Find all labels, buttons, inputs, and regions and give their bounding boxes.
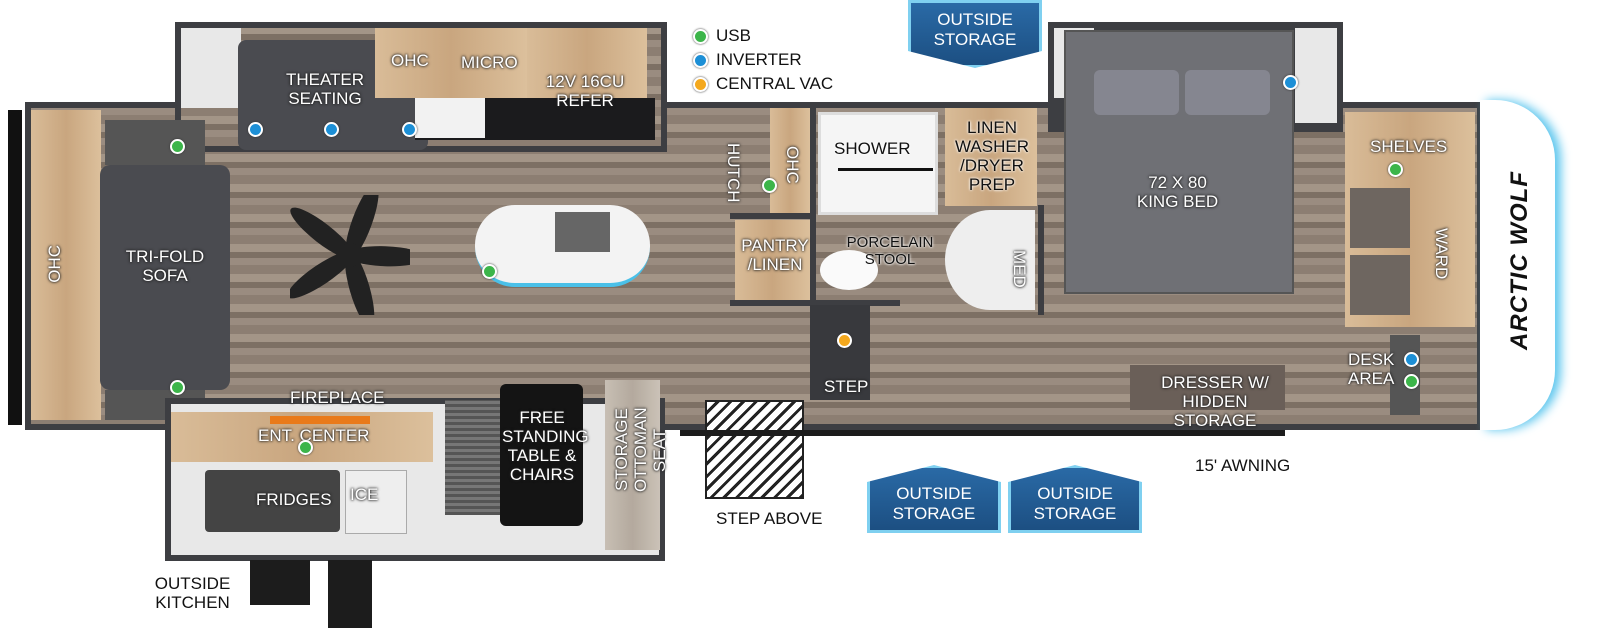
rear-ohc [31, 110, 101, 420]
usb-icon [170, 139, 185, 154]
label-fireplace: FIREPLACE [290, 388, 385, 407]
label-bed: 72 X 80 KING BED [1136, 173, 1219, 211]
fridges [205, 470, 340, 532]
island-sink [555, 212, 610, 252]
storage-label: OUTSIDE STORAGE [1033, 484, 1117, 523]
label-sofa: TRI-FOLD SOFA [125, 247, 205, 285]
front-cap [1480, 100, 1555, 430]
usb-icon [482, 264, 497, 279]
label-hutch: HUTCH [724, 143, 743, 203]
label-ohc-hall: OHC [783, 146, 802, 184]
label-ottoman: STORAGE OTTOMAN SEAT [612, 407, 669, 493]
ottoman [605, 380, 660, 550]
shower-curtain [838, 168, 933, 171]
label-refer: 12V 16CU REFER [545, 72, 625, 110]
table [500, 384, 583, 526]
label-pantry: PANTRY /LINEN [741, 236, 809, 274]
sofa [100, 165, 230, 390]
usb-icon [693, 28, 708, 44]
label-shower: SHOWER [834, 139, 911, 158]
bath-wall [730, 213, 812, 219]
kitchen-cabinets [375, 28, 527, 98]
linen-cabinet [945, 108, 1037, 206]
label-table: FREE STANDING TABLE & CHAIRS [502, 408, 589, 484]
outside-cooktop [328, 560, 372, 628]
outside-grill [250, 560, 310, 605]
central-vac-icon [837, 333, 852, 348]
pillow [1094, 70, 1179, 115]
legend: USB INVERTER CENTRAL VAC [693, 26, 893, 96]
inverter-icon [402, 122, 417, 137]
dresser [1130, 365, 1285, 410]
label-ice: ICE [350, 485, 379, 504]
shower [818, 112, 938, 215]
label-step-above: STEP ABOVE [716, 509, 823, 528]
ice-maker [345, 470, 407, 534]
label-ohc-kitchen: OHC [391, 51, 429, 70]
end-table [105, 120, 205, 165]
inverter-icon [1404, 352, 1419, 367]
slide-wall-panel [181, 28, 241, 108]
outside-storage-top: OUTSIDE STORAGE [908, 0, 1042, 68]
usb-icon [170, 380, 185, 395]
usb-icon [1388, 162, 1403, 177]
usb-icon [762, 178, 777, 193]
pantry [735, 220, 810, 300]
ceiling-fan-icon [287, 184, 425, 328]
usb-icon [298, 440, 313, 455]
entry-steps [705, 400, 804, 499]
legend-label: USB [716, 26, 751, 45]
central-vac-icon [693, 76, 708, 92]
label-stool: PORCELAIN STOOL [846, 234, 934, 268]
rear-bumper [8, 110, 22, 425]
label-awning: 15' AWNING [1195, 456, 1291, 475]
legend-label: INVERTER [716, 50, 802, 69]
label-micro: MICRO [461, 53, 518, 72]
toilet [820, 250, 878, 290]
legend-central-vac: CENTRAL VAC [693, 74, 833, 94]
inverter-icon [693, 52, 708, 68]
brand-logo: ARCTIC WOLF [1500, 150, 1540, 370]
outside-storage-bottom-2: OUTSIDE STORAGE [1008, 465, 1142, 533]
label-linen: LINEN WASHER /DRYER PREP [955, 118, 1029, 194]
vanity-sink [945, 210, 1035, 310]
label-ohc-rear: OHC [45, 245, 64, 283]
wardrobe-door [1350, 188, 1410, 248]
wardrobe-door [1350, 255, 1410, 315]
awning [680, 430, 1285, 436]
label-dresser: DRESSER W/ HIDDEN STORAGE [1161, 373, 1269, 430]
usb-icon [1404, 374, 1419, 389]
label-theater-seating: THEATER SEATING [285, 70, 365, 108]
brand-logo-text: ARCTIC WOLF [1506, 170, 1533, 350]
kitchen-sink [415, 98, 485, 138]
hutch-ohc [770, 108, 810, 213]
bed-slide-panel [1295, 28, 1337, 123]
bath-wall [1038, 205, 1044, 315]
inverter-icon [324, 122, 339, 137]
outside-storage-bottom-1: OUTSIDE STORAGE [867, 465, 1001, 533]
label-med: MED [1010, 250, 1029, 288]
step-hall [810, 305, 870, 400]
bath-wall [730, 300, 900, 306]
pillow [1185, 70, 1270, 115]
inverter-icon [1283, 75, 1298, 90]
label-shelves: SHELVES [1370, 137, 1448, 156]
label-ent-center: ENT. CENTER [258, 426, 370, 445]
bath-wall [810, 108, 816, 398]
chairs [445, 400, 500, 515]
inverter-icon [248, 122, 263, 137]
legend-inverter: INVERTER [693, 50, 802, 70]
label-ward: WARD [1432, 228, 1451, 280]
label-desk: DESK AREA [1348, 350, 1395, 388]
storage-label: OUTSIDE STORAGE [933, 10, 1017, 49]
label-step: STEP [824, 377, 869, 396]
storage-label: OUTSIDE STORAGE [892, 484, 976, 523]
label-fridges: FRIDGES [256, 490, 332, 509]
label-outside-kitchen: OUTSIDE KITCHEN [154, 574, 231, 612]
legend-usb: USB [693, 26, 751, 46]
legend-label: CENTRAL VAC [716, 74, 834, 93]
fireplace [270, 416, 370, 424]
